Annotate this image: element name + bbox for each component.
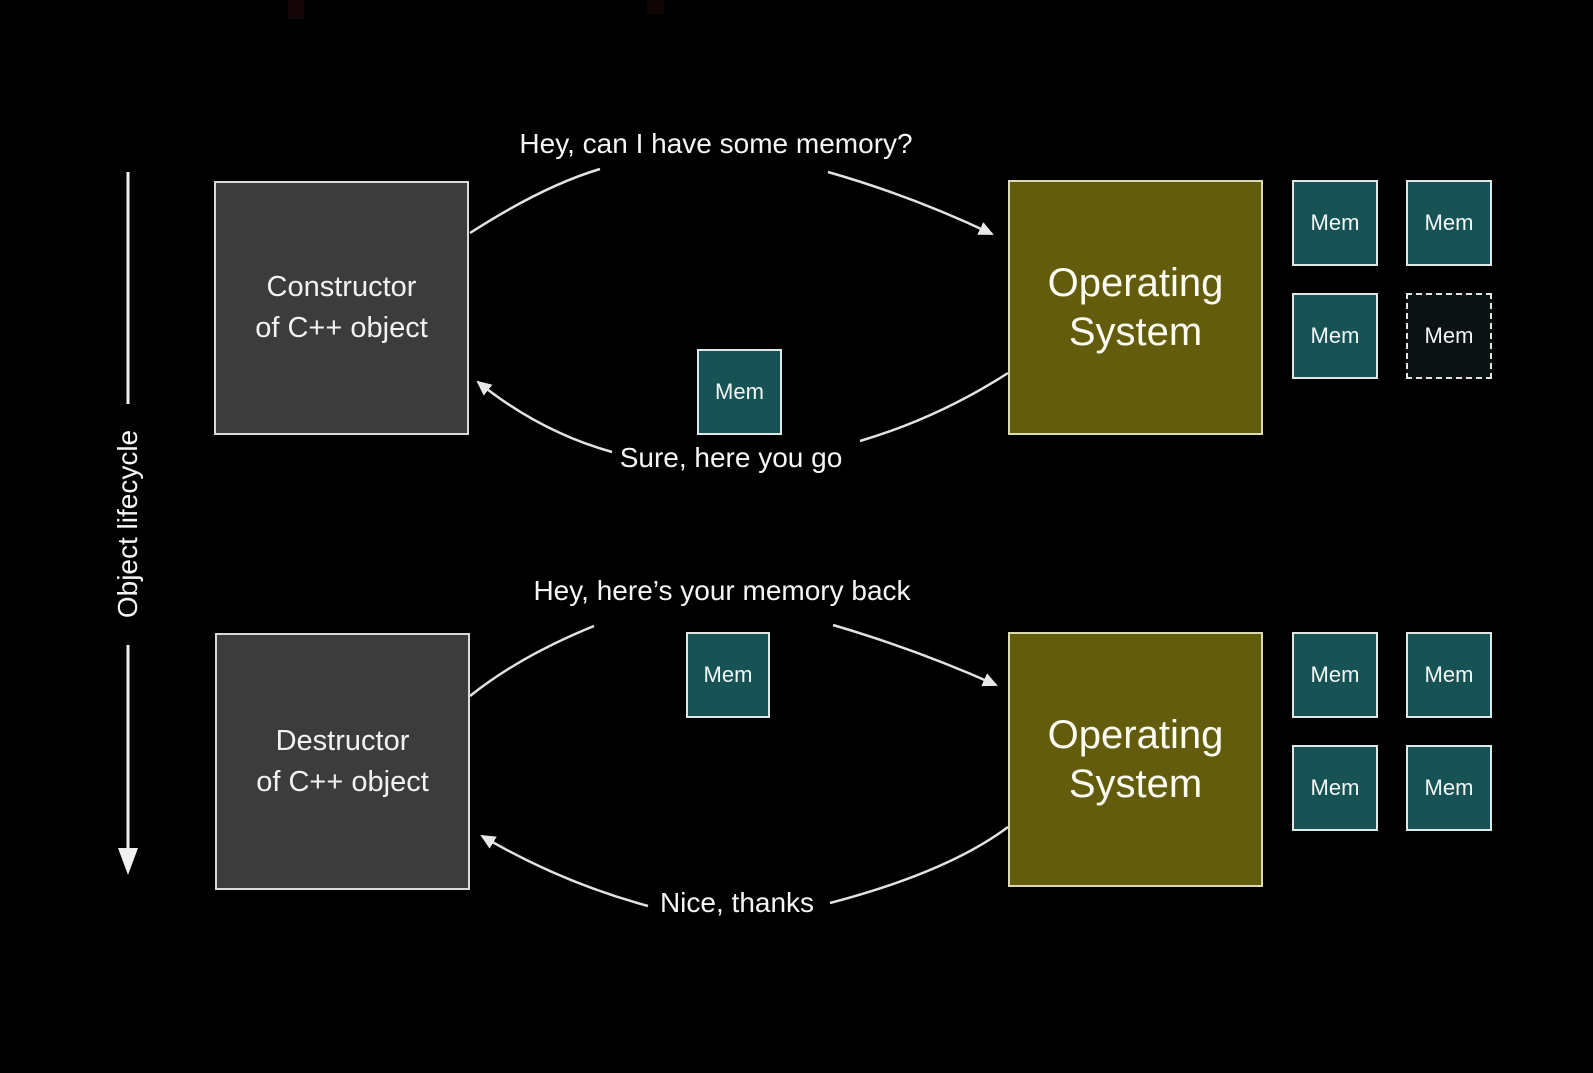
mem-label: Mem [1310,210,1360,235]
operating-system-box-top: Operating System [1008,180,1263,435]
transferred-mem-block-bottom: Mem [686,632,770,718]
os-label-line2: System [1068,761,1203,806]
heap-mem-cell: Mem [1292,293,1378,379]
heap-mem-cell: Mem [1292,180,1378,266]
heap-mem-cell: Mem [1406,745,1492,831]
heap-mem-cell: Mem [1292,632,1378,718]
top-edge-artifact [288,0,304,19]
thanks-arrow-right-segment [829,825,1009,905]
mem-label: Mem [715,379,764,404]
thanks-arrow-left-segment [480,834,649,908]
thanks-label: Nice, thanks [659,887,815,918]
return-arrow-right-segment [832,623,998,687]
top-edge-artifact [647,0,664,14]
heap-mem-cell: Mem [1406,180,1492,266]
return-memory-label: Hey, here’s your memory back [533,575,911,606]
mem-label: Mem [1310,775,1360,800]
mem-label: Mem [703,662,753,687]
constructor-label-line1: Constructor [266,271,417,303]
object-lifecycle-axis-arrow [118,172,138,875]
constructor-box: Constructor of C++ object [214,181,469,435]
request-memory-label: Hey, can I have some memory? [519,128,913,159]
mem-label: Mem [1424,323,1474,348]
thanks-arrow [480,825,1009,908]
heap-mem-cell-handed-out: Mem [1406,293,1492,379]
request-arrow-right-segment [827,170,994,236]
mem-label: Mem [1424,662,1474,687]
transferred-mem-block-top: Mem [697,349,782,435]
os-label-line1: Operating [1047,712,1224,757]
mem-label: Mem [1424,210,1474,235]
heap-mem-cell: Mem [1406,632,1492,718]
object-lifecycle-axis-label: Object lifecycle [112,429,143,619]
os-label-line2: System [1068,309,1203,354]
destructor-label-line1: Destructor [275,724,410,757]
response-memory-arrow [476,371,1009,454]
response-arrow-right-segment [859,371,1009,443]
return-arrow-left-segment [469,624,595,697]
response-arrow-left-segment [476,380,613,454]
mem-label: Mem [1310,323,1360,348]
request-memory-arrow [469,167,994,236]
mem-label: Mem [1424,775,1474,800]
constructor-label-line2: of C++ object [255,312,428,344]
response-memory-label: Sure, here you go [619,442,843,473]
destructor-label-line2: of C++ object [256,765,429,798]
destructor-box: Destructor of C++ object [215,633,470,890]
return-memory-arrow [469,623,998,697]
request-arrow-left-segment [469,167,601,235]
heap-mem-cell: Mem [1292,745,1378,831]
mem-label: Mem [1310,662,1360,687]
os-label-line1: Operating [1047,260,1224,305]
axis-arrowhead [118,848,138,875]
operating-system-box-bottom: Operating System [1008,632,1263,887]
